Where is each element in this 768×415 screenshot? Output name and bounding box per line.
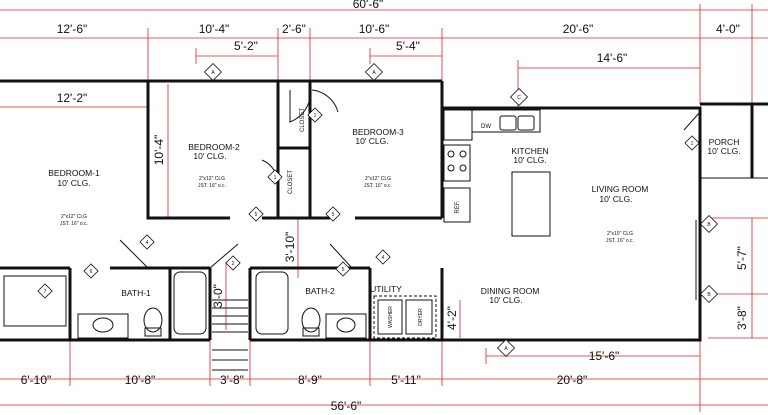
svg-text:4: 4 [146, 240, 149, 246]
closet-label-upper: CLOSET [300, 108, 306, 132]
dim-closet-width: 2'-6" [282, 22, 306, 36]
dim-top-overall: 60'-6" [353, 0, 384, 11]
dim-bottom-overall: 56'-6" [331, 399, 362, 413]
dim-bottom-c: 3'-8" [220, 373, 244, 387]
room-living-name: LIVING ROOM [592, 184, 649, 194]
dim-porch-width: 4'-0" [716, 22, 740, 36]
room-porch-name: PORCH [709, 137, 740, 147]
dim-bedroom2-inner: 5'-2" [234, 39, 258, 53]
tag-5-bed3: 5 [325, 206, 341, 222]
svg-text:A: A [211, 70, 215, 76]
room-bedroom3-ceiling: 10' CLG. [355, 136, 388, 146]
dim-bottom-b: 10'-8" [125, 373, 156, 387]
room-kitchen-ceiling: 10' CLG. [513, 155, 546, 165]
closet-label-lower: CLOSET [288, 170, 294, 194]
fixture-labels: CLOSET CLOSET DW REF. WASHER DRYER 2"x12… [60, 108, 634, 328]
joist-note-bedroom1-a: 2"x12" CLG [61, 214, 87, 220]
tag-5-bath2: 5 [335, 261, 351, 277]
tag-1-bed3-door: 1 [307, 107, 323, 123]
walls [0, 79, 768, 342]
washer-label: WASHER [388, 306, 394, 328]
room-dining-name: DINING ROOM [481, 286, 540, 296]
dim-bedroom2-width: 10'-4" [199, 22, 230, 36]
svg-text:B: B [707, 292, 711, 298]
joist-note-bedroom2-b: JST. 16" o.c. [198, 183, 226, 189]
joist-note-bedroom3-a: 2"x12" CLG [365, 176, 391, 182]
room-kitchen-name: KITCHEN [511, 146, 548, 156]
dim-bedroom1-width: 12'-6" [57, 22, 88, 36]
dishwasher-label: DW [481, 124, 491, 130]
room-bedroom2-ceiling: 10' CLG. [193, 151, 226, 161]
tag-a-top-right: A [364, 62, 384, 82]
room-bath2-name: BATH-2 [305, 286, 335, 296]
svg-text:5: 5 [255, 212, 258, 218]
dryer-label: DRYER [418, 308, 424, 326]
joist-note-living-b: JST. 16" o.c. [606, 238, 634, 244]
svg-text:4: 4 [382, 255, 385, 261]
svg-text:5: 5 [342, 267, 345, 273]
room-utility-name: UTILITY [370, 284, 402, 294]
room-bedroom1-ceiling: 10' CLG. [57, 178, 90, 188]
joist-note-living-a: 2"x10" CLG [607, 231, 633, 237]
svg-text:B: B [707, 222, 711, 228]
svg-text:1: 1 [314, 113, 317, 119]
tag-c-kitchen: C [509, 87, 529, 107]
tag-a-bottom: A [496, 338, 516, 358]
dim-bedroom3-width: 10'-6" [359, 22, 390, 36]
room-dining-ceiling: 10' CLG. [489, 295, 522, 305]
svg-text:6: 6 [90, 269, 93, 275]
joist-note-bedroom3-b: JST. 16" o.c. [364, 183, 392, 189]
tag-2-hall: 2 [225, 255, 241, 271]
svg-text:A: A [504, 346, 508, 352]
tag-1-living-door: 1 [684, 135, 700, 151]
dim-dining-offset: 15'-6" [589, 349, 620, 363]
room-labels: BEDROOM-1 10' CLG. BEDROOM-2 10' CLG. BE… [48, 127, 740, 305]
tag-a-top-left: A [203, 62, 223, 82]
svg-text:7: 7 [44, 289, 47, 295]
dim-hall-depth: 3'-10" [283, 232, 297, 263]
joist-note-bedroom2-a: 2"x12" CLG [199, 176, 225, 182]
tag-b-right-lower: B [699, 284, 719, 304]
svg-text:C: C [517, 95, 521, 101]
tag-6-bath1: 6 [83, 263, 99, 279]
room-bedroom2-name: BEDROOM-2 [188, 142, 240, 152]
tag-4-bath2: 4 [375, 249, 391, 265]
joist-note-bedroom1-b: JST. 16" o.c. [60, 221, 88, 227]
tag-b-right-upper: B [699, 214, 719, 234]
room-living-ceiling: 10' CLG. [599, 194, 632, 204]
refrigerator-label: REF. [455, 200, 461, 213]
svg-text:5: 5 [332, 212, 335, 218]
dim-side-upper: 5'-7" [735, 246, 749, 270]
dim-bedroom3-inner: 5'-4" [396, 39, 420, 53]
dim-hall-width: 3'-0" [211, 284, 225, 308]
dim-kitchen-offset: 14'-6" [597, 51, 628, 65]
dim-bedroom2-depth: 10'-4" [152, 135, 166, 166]
dim-side-lower: 3'-8" [735, 306, 749, 330]
svg-text:2: 2 [232, 261, 235, 267]
dim-bottom-f: 20'-8" [557, 373, 588, 387]
dim-bedroom1-inner: 12'-2" [57, 91, 88, 105]
dim-bottom-e: 5'-11" [391, 373, 421, 387]
svg-text:1: 1 [274, 175, 277, 181]
room-bath1-name: BATH-1 [121, 288, 151, 298]
svg-text:A: A [372, 70, 376, 76]
dimension-lines [0, 4, 768, 412]
room-bedroom3-name: BEDROOM-3 [352, 127, 404, 137]
tag-1-closet-door: 1 [267, 169, 283, 185]
tag-5-bed2: 5 [248, 206, 264, 222]
tag-4-bed1: 4 [139, 234, 155, 250]
dim-bottom-a: 6'-10" [21, 373, 52, 387]
room-bedroom1-name: BEDROOM-1 [48, 168, 100, 178]
svg-text:1: 1 [691, 141, 694, 147]
section-tags: A A C B B A 1 1 [37, 62, 719, 358]
dim-bottom-d: 8'-9" [298, 373, 322, 387]
dimension-text: 60'-6" 12'-6" 10'-4" 2'-6" 10'-6" 20'-6"… [21, 0, 749, 413]
dim-living-width: 20'-6" [563, 22, 594, 36]
dim-dining-depth: 4'-2" [445, 306, 459, 330]
room-porch-ceiling: 10' CLG. [707, 146, 740, 156]
tag-7-bath1: 7 [37, 283, 53, 299]
